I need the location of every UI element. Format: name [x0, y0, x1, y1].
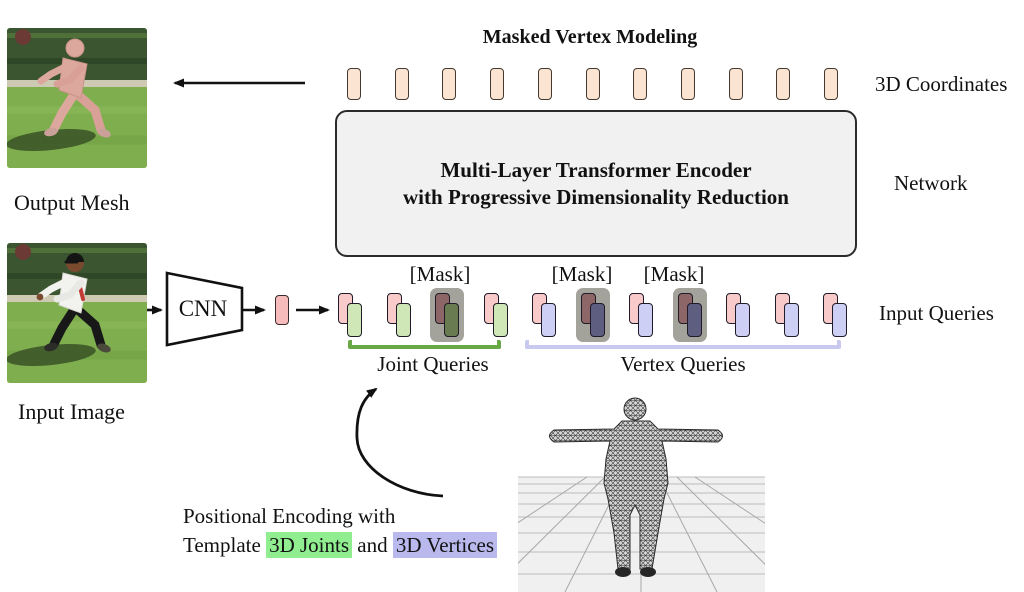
mask-label-1: [Mask] — [409, 262, 471, 286]
coordinate-token — [824, 68, 838, 100]
joint-query-token — [347, 303, 362, 337]
coordinate-token — [681, 68, 695, 100]
output-mesh-caption: Output Mesh — [14, 190, 130, 215]
mask-label-2: [Mask] — [551, 262, 613, 286]
positional-encoding-line-1: Positional Encoding with — [183, 504, 396, 528]
input-query-pair-vertex — [629, 293, 663, 347]
transformer-encoder-box: Multi-Layer Transformer Encoder with Pro… — [335, 110, 857, 257]
vertex-query-token — [784, 303, 799, 337]
and-text: and — [352, 533, 393, 557]
runner-person — [36, 253, 111, 353]
input-query-pair-joint-masked — [430, 288, 469, 347]
image-feature-token — [275, 295, 289, 325]
input-query-pair-vertex-masked — [576, 288, 615, 347]
coordinates-label: 3D Coordinates — [875, 72, 1008, 96]
cnn-label: CNN — [178, 296, 228, 321]
encoder-line-1: Multi-Layer Transformer Encoder — [440, 157, 752, 182]
positional-encoding-arrow — [355, 387, 444, 498]
vertex-query-token — [832, 303, 847, 337]
vertex-query-token — [590, 303, 605, 337]
coordinate-token — [586, 68, 600, 100]
input-image-photo — [7, 243, 147, 383]
input-image-caption: Input Image — [18, 399, 125, 424]
t-pose-mesh-body — [549, 397, 723, 577]
template-prefix: Template — [183, 533, 267, 557]
vertex-queries-label: Vertex Queries — [620, 352, 746, 376]
vertex-query-token — [638, 303, 653, 337]
input-query-pair-vertex — [726, 293, 760, 347]
figure-title: Masked Vertex Modeling — [482, 26, 698, 48]
vertex-query-token — [687, 303, 702, 337]
coordinate-token — [633, 68, 647, 100]
vertices-highlight: 3D Vertices — [392, 532, 498, 558]
joint-queries-label: Joint Queries — [377, 352, 489, 376]
input-query-pair-joint — [338, 293, 372, 347]
input-query-pair-joint — [484, 293, 518, 347]
coordinate-token — [442, 68, 456, 100]
vertex-queries-bracket — [525, 340, 841, 349]
mesh-person — [37, 38, 111, 138]
coordinate-token — [776, 68, 790, 100]
encoder-line-2: with Progressive Dimensionality Reductio… — [403, 184, 789, 209]
coordinate-token — [347, 68, 361, 100]
coordinate-token — [490, 68, 504, 100]
joint-query-token — [493, 303, 508, 337]
vertex-query-token — [541, 303, 556, 337]
input-query-pair-vertex — [823, 293, 857, 347]
input-query-pair-vertex — [775, 293, 809, 347]
input-query-pair-vertex-masked — [673, 288, 712, 347]
output-mesh-image — [7, 28, 147, 168]
coordinate-token — [729, 68, 743, 100]
joint-query-token — [444, 303, 459, 337]
coordinate-token — [395, 68, 409, 100]
mask-label-3: [Mask] — [643, 262, 705, 286]
joint-query-token — [396, 303, 411, 337]
joint-queries-bracket — [348, 340, 501, 349]
positional-encoding-text: Positional Encoding with Template 3D Joi… — [183, 502, 498, 560]
positional-encoding-line-2: Template 3D Joints and 3D Vertices — [183, 531, 498, 560]
input-query-pair-vertex — [532, 293, 566, 347]
coordinate-token — [538, 68, 552, 100]
template-mesh-figure — [412, 383, 870, 592]
network-label: Network — [894, 171, 968, 195]
joints-highlight: 3D Joints — [266, 532, 353, 558]
vertex-query-token — [735, 303, 750, 337]
input-query-pair-joint — [387, 293, 421, 347]
input-queries-label: Input Queries — [879, 301, 994, 325]
